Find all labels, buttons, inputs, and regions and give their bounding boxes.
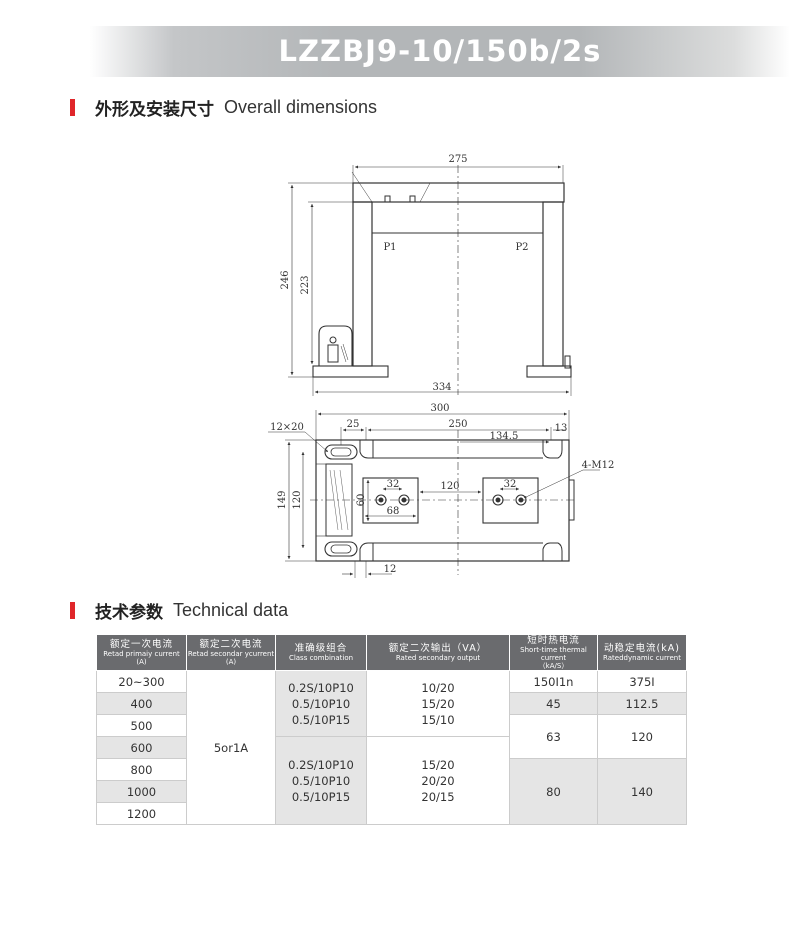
- dim-134-5: 134.5: [490, 431, 519, 442]
- front-view: [288, 165, 572, 396]
- dim-60: 60: [356, 494, 367, 507]
- cell-primary: 800: [96, 758, 187, 781]
- dim-25: 25: [347, 419, 360, 430]
- cell-dynamic: 140: [597, 758, 687, 825]
- dim-12: 12: [384, 564, 397, 575]
- table-row: 1200: [96, 802, 687, 825]
- dim-246: 246: [280, 270, 291, 289]
- cell-primary: 1000: [96, 780, 187, 803]
- table-row: 400 45 112.5: [96, 692, 687, 715]
- section-marker: [70, 601, 75, 619]
- section-marker: [70, 98, 75, 116]
- dim-120-horizontal: 120: [440, 481, 459, 492]
- section-title-zh: 技术参数: [95, 602, 163, 623]
- top-view: [268, 410, 600, 578]
- section-title-en: Technical data: [173, 599, 289, 620]
- dim-12x20: 12×20: [270, 422, 304, 433]
- header-dynamic-current: 动稳定电流(kA)Rateddynamic current: [597, 634, 687, 671]
- table-row: 500 63 120: [96, 714, 687, 759]
- cell-primary: 20~300: [96, 670, 187, 693]
- cell-primary: 1200: [96, 802, 187, 825]
- section-technical: 技术参数 Technical data: [70, 598, 289, 623]
- dim-68: 68: [387, 506, 400, 517]
- dim-13: 13: [555, 423, 568, 434]
- cell-primary: 500: [96, 714, 187, 737]
- dim-223: 223: [300, 275, 311, 294]
- cell-dynamic: 375I: [597, 670, 687, 693]
- dim-334: 334: [432, 382, 451, 393]
- cell-primary: 600: [96, 736, 187, 759]
- dim-32-left: 32: [387, 479, 400, 490]
- section-dimensions: 外形及安装尺寸 Overall dimensions: [70, 95, 378, 120]
- dim-32-right: 32: [504, 479, 517, 490]
- cell-thermal: 80: [509, 758, 598, 825]
- cell-primary: 400: [96, 692, 187, 715]
- dim-300: 300: [430, 403, 449, 414]
- cell-thermal: 45: [509, 692, 598, 715]
- label-p2: P2: [515, 242, 528, 253]
- dim-275: 275: [448, 154, 467, 165]
- dim-120-vertical: 120: [292, 490, 303, 509]
- header-secondary-output: 额定二次输出（VA）Rated secondary output: [366, 634, 510, 671]
- cell-dynamic: 112.5: [597, 692, 687, 715]
- cell-thermal: 150I1n: [509, 670, 598, 693]
- dim-250: 250: [448, 419, 467, 430]
- section-title-zh: 外形及安装尺寸: [95, 99, 214, 120]
- cell-thermal: 63: [509, 714, 598, 759]
- title-banner: LZZBJ9-10/150b/2s: [90, 26, 790, 77]
- cell-secondary: 5or1A: [186, 670, 276, 825]
- section-title-en: Overall dimensions: [224, 96, 378, 117]
- dim-149: 149: [277, 490, 288, 509]
- table-row: 800 80 140: [96, 758, 687, 825]
- product-title: LZZBJ9-10/150b/2s: [278, 34, 602, 68]
- dimension-drawing: 275 246 223 334 P1 P2 300 12×20 25 250 1…: [268, 154, 614, 578]
- dim-4-m12: 4-M12: [582, 460, 615, 471]
- cell-dynamic: 120: [597, 714, 687, 759]
- label-p1: P1: [383, 242, 396, 253]
